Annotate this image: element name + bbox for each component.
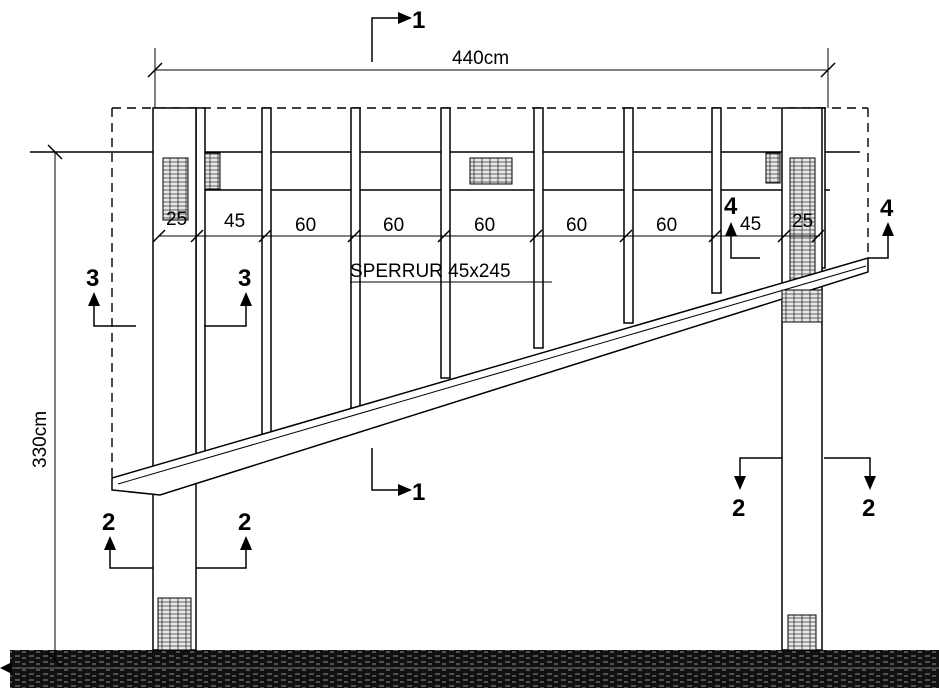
section-2-left-b-label: 2 [238, 509, 251, 536]
section-4-right-label: 4 [880, 195, 894, 222]
dimension-height: 330cm [30, 144, 63, 668]
ground [0, 650, 939, 688]
sloped-beam [111, 257, 869, 496]
beam-label: SPERRUR 45x245 [350, 261, 511, 282]
section-marker-1-bottom: 1 [371, 448, 425, 506]
section-marker-4-right: 4 [868, 195, 894, 259]
section-marker-1-top: 1 [371, 7, 425, 62]
section-4-left-label: 4 [724, 193, 738, 220]
section-1-bottom-label: 1 [412, 479, 425, 506]
section-marker-3-left: 3 [86, 265, 136, 327]
section-2-left-a-label: 2 [102, 509, 115, 536]
beam-blocks [204, 152, 781, 190]
left-post [152, 107, 197, 651]
spacing-dimension-line [152, 229, 825, 243]
spacing-label: 60 [566, 215, 587, 236]
dashed-outline [111, 107, 869, 480]
spacing-label: 25 [166, 209, 187, 230]
section-3-left-label: 3 [86, 265, 99, 292]
section-2-right-a-label: 2 [732, 495, 745, 522]
section-marker-2-right-b: 2 [824, 457, 876, 522]
section-marker-3-right: 3 [204, 265, 252, 327]
dimension-height-label: 330cm [30, 411, 51, 468]
section-marker-2-left-b: 2 [196, 509, 252, 569]
section-marker-2-right-a: 2 [732, 457, 782, 522]
dimension-width-label: 440cm [452, 48, 509, 69]
section-1-top-label: 1 [412, 7, 425, 34]
section-2-right-b-label: 2 [862, 495, 875, 522]
section-3-right-label: 3 [238, 265, 251, 292]
spacing-label: 60 [383, 215, 404, 236]
spacing-label: 60 [656, 215, 677, 236]
beam-label-group: SPERRUR 45x245 [350, 261, 552, 283]
section-marker-4-left: 4 [724, 193, 760, 259]
spacing-label: 60 [474, 215, 495, 236]
right-post [781, 107, 823, 651]
spacing-labels: 25 45 60 60 60 60 60 45 25 [166, 209, 813, 236]
spacing-label: 60 [295, 215, 316, 236]
section-marker-2-left-a: 2 [102, 509, 153, 569]
spacing-label: 25 [792, 211, 813, 232]
spacing-label: 45 [740, 214, 761, 235]
spacing-label: 45 [224, 211, 245, 232]
dimension-width: 440cm [147, 48, 836, 108]
